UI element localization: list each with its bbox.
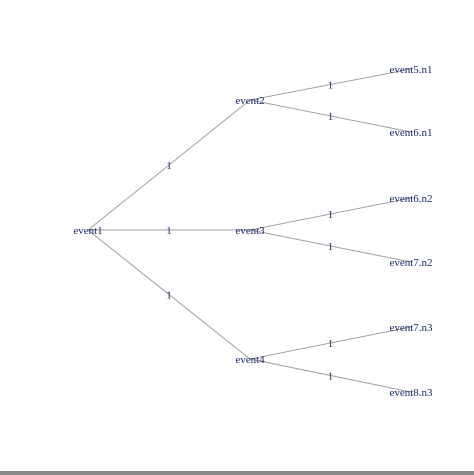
node-event7-n2: event7.n2 [389,257,432,269]
edge-label: 1 [328,111,334,123]
edge-label: 1 [328,241,334,253]
edge-event3-event6.n2 [249,197,412,231]
edge-label: 1 [166,225,172,237]
bottom-border [0,471,474,475]
nodes-layer: event1 event2 event3 event4 event5.n1 event6.… [73,64,433,399]
node-event1: event1 [73,225,102,237]
edge-label: 1 [328,371,334,383]
node-event6-n2: event6.n2 [389,193,432,205]
edge-label: 1 [166,160,172,172]
edge-event4-event7.n3 [249,326,412,360]
edge-event2-event5.n1 [249,68,412,101]
node-event7-n3: event7.n3 [389,322,433,334]
edge-labels-layer: 1 1 1 1 1 1 1 1 1 [166,80,333,383]
edge-event2-event6.n1 [249,99,412,133]
node-event4: event4 [235,354,265,366]
node-event2: event2 [235,95,264,107]
edge-label: 1 [328,338,334,350]
node-event3: event3 [235,225,265,237]
node-event5-n1: event5.n1 [389,64,432,76]
edges-layer [87,68,412,393]
node-event6-n1: event6.n1 [389,127,432,139]
node-event8-n3: event8.n3 [389,387,433,399]
edge-label: 1 [166,290,172,302]
edge-event3-event7.n2 [249,229,412,263]
edge-event1-event2 [87,99,251,231]
edge-label: 1 [328,209,334,221]
edge-event4-event8.n3 [249,358,412,393]
edge-event1-event4 [87,229,251,360]
edge-label: 1 [328,80,334,92]
